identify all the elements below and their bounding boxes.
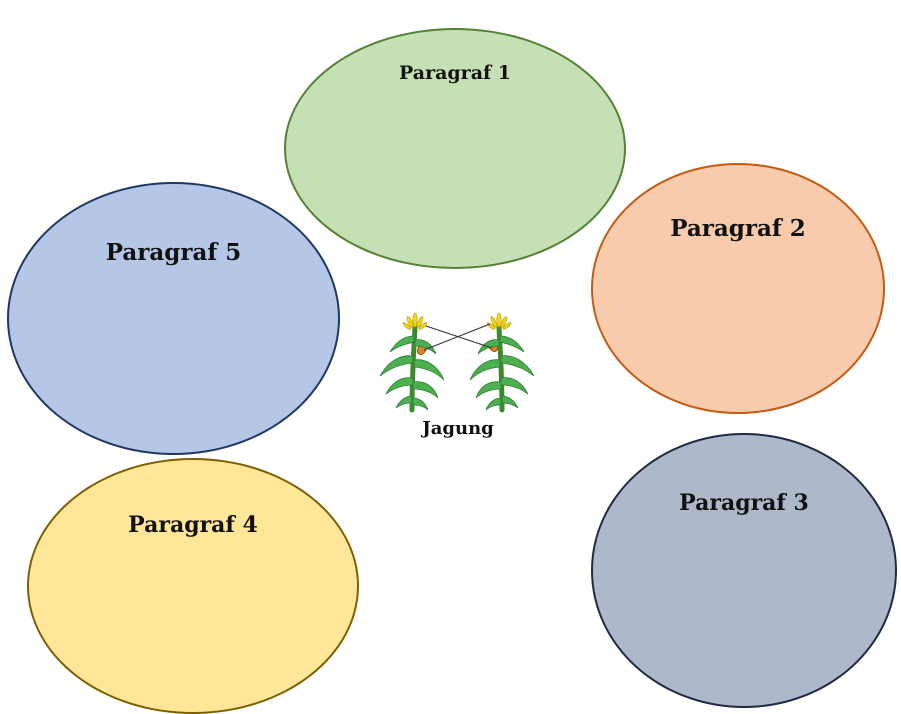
bubble-paragraf-3: Paragraf 3 <box>591 433 897 708</box>
bubble-label-paragraf-1: Paragraf 1 <box>398 62 512 84</box>
bubble-label-paragraf-4: Paragraf 4 <box>128 512 258 538</box>
bubble-paragraf-4: Paragraf 4 <box>27 458 359 714</box>
bubble-paragraf-2: Paragraf 2 <box>591 163 885 414</box>
corn-plants-icon <box>379 312 535 413</box>
corn-plant-right-icon <box>469 312 535 413</box>
center-label: Jagung <box>422 418 494 439</box>
bubble-label-paragraf-3: Paragraf 3 <box>679 490 809 516</box>
center-topic: Jagung <box>358 300 558 450</box>
bubble-paragraf-1: Paragraf 1 <box>284 28 626 269</box>
bubble-paragraf-5: Paragraf 5 <box>7 182 340 455</box>
bubble-label-paragraf-2: Paragraf 2 <box>670 215 806 242</box>
corn-plant-left-icon <box>379 312 445 413</box>
bubble-label-paragraf-5: Paragraf 5 <box>105 239 242 266</box>
crossing-lines-icon <box>423 323 493 351</box>
